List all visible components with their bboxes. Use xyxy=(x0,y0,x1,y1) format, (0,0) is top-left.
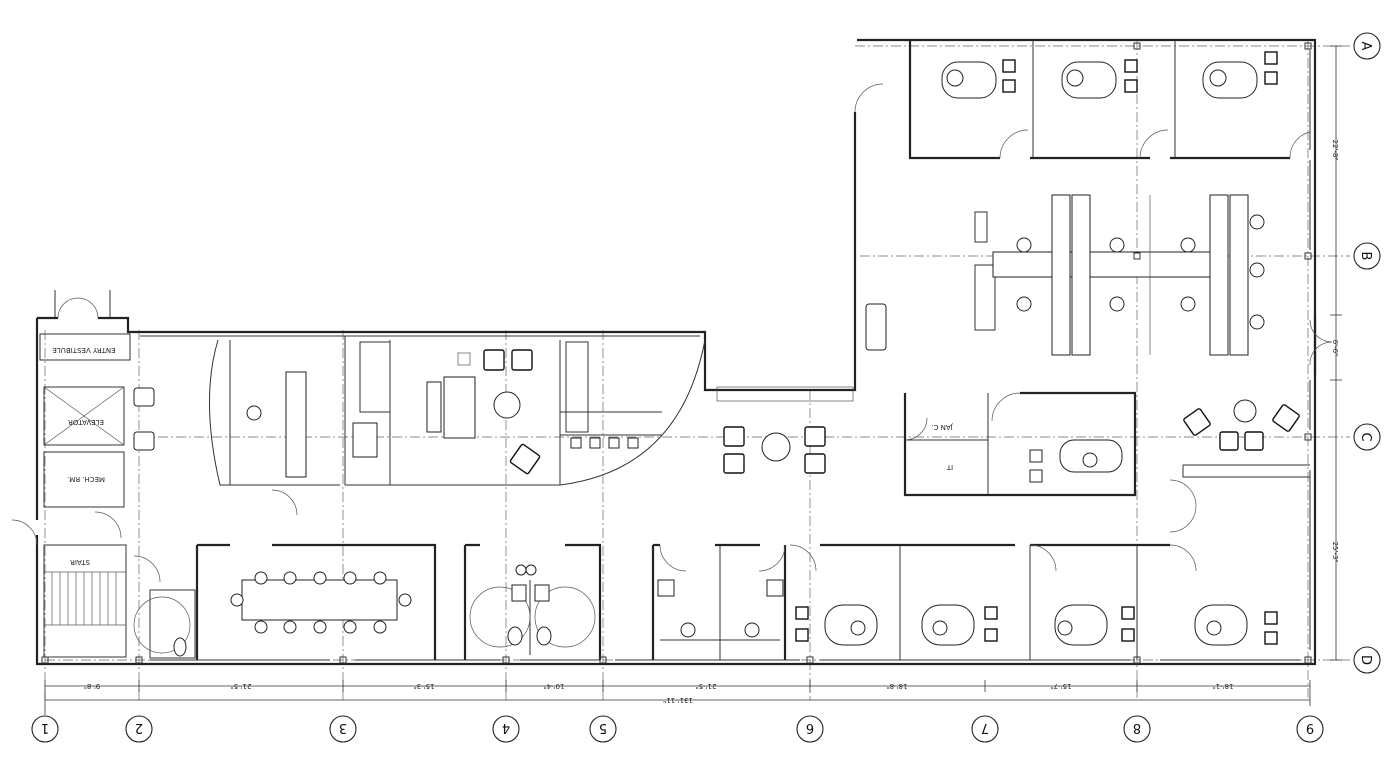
grid-col-8: 8 xyxy=(1133,720,1141,735)
dim-right-3: 25'-3" xyxy=(1331,541,1339,562)
service-rooms: JAN C. IT xyxy=(903,391,1137,497)
grid-col-2: 2 xyxy=(135,720,143,735)
grid-col-4: 4 xyxy=(502,720,510,735)
dimension-lines: 9'-8" 21'-5" 15'-3" 10'-4" 21'-5" 18'-8"… xyxy=(44,45,1342,706)
grid-col-6: 6 xyxy=(806,720,814,735)
dim-5-6: 21'-5" xyxy=(695,682,716,690)
grid-row-a: A xyxy=(1358,42,1373,51)
grid-col-1: 1 xyxy=(41,720,49,735)
north-offices xyxy=(854,40,1311,160)
grid-row-b: B xyxy=(1358,252,1373,261)
row-bubbles: A B C D xyxy=(1353,32,1381,674)
dim-8-9: 18'-1" xyxy=(1212,682,1233,690)
conference-room xyxy=(133,543,437,660)
dim-1-2: 9'-8" xyxy=(84,682,101,690)
open-workstations xyxy=(974,194,1265,356)
column-markers xyxy=(41,42,1312,664)
lounge xyxy=(716,303,887,474)
dim-6-7: 18'-8" xyxy=(886,682,907,690)
dim-right-2: 6'-6" xyxy=(1331,340,1339,357)
it-label: IT xyxy=(946,463,953,471)
grid-row-c: C xyxy=(1358,432,1373,441)
dim-7-8: 15'-7" xyxy=(1050,682,1071,690)
grid-col-9: 9 xyxy=(1306,720,1314,735)
dim-2-3: 21'-5" xyxy=(230,682,251,690)
south-offices xyxy=(651,543,1278,660)
east-lounge xyxy=(1169,319,1333,533)
dim-overall: 131'-11" xyxy=(663,696,693,704)
grid-col-7: 7 xyxy=(981,720,989,735)
dim-3-4: 15'-3" xyxy=(413,682,434,690)
column-bubbles: 1 2 3 4 5 6 7 8 9 xyxy=(31,706,1324,743)
grid-col-5: 5 xyxy=(599,720,607,735)
dim-right-1: 22'-8" xyxy=(1331,139,1339,160)
grid-col-3: 3 xyxy=(339,720,347,735)
dim-4-5: 10'-4" xyxy=(543,682,564,690)
west-offices xyxy=(208,336,706,516)
jan-c-label: JAN C. xyxy=(931,423,953,431)
stair-label: STAIR xyxy=(70,558,90,566)
elevator-label: ELEVATOR xyxy=(68,418,104,426)
mech-room-label: MECH. RM. xyxy=(67,475,105,483)
grid-row-d: D xyxy=(1358,655,1373,665)
entry-vestibule-label: ENTRY VESTIBULE xyxy=(52,346,115,354)
left-core: ENTRY VESTIBULE ELEVATOR MECH. RM. STAIR xyxy=(11,290,155,658)
exterior-walls xyxy=(35,38,1317,666)
restrooms xyxy=(463,543,602,660)
